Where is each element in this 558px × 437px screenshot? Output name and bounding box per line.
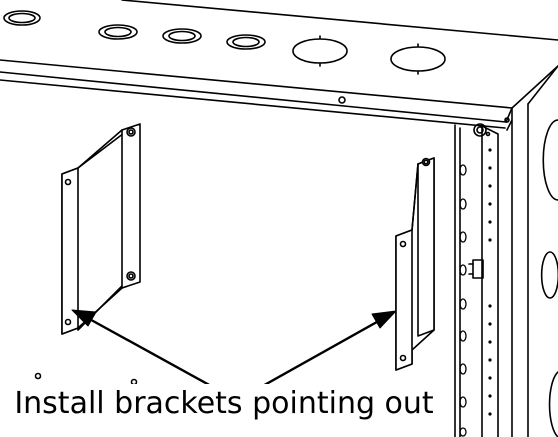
instruction-caption: Install brackets pointing out — [0, 384, 448, 424]
side-knockout-bottom — [548, 371, 558, 437]
loose-screws — [34, 372, 138, 386]
left-mounting-bracket — [61, 123, 141, 335]
side-knockout-mid — [540, 251, 558, 299]
knockout-large-2 — [390, 43, 446, 75]
pointer-arrows — [71, 309, 397, 394]
right-mounting-bracket — [395, 157, 435, 371]
arrow-right — [250, 316, 386, 394]
knockout-small-3 — [162, 28, 202, 44]
knockout-small-4 — [226, 34, 266, 50]
right-mounting-rail — [459, 123, 499, 437]
arrow-left — [82, 314, 224, 394]
knockout-holes — [3, 10, 558, 437]
knockout-small-2 — [98, 24, 138, 40]
side-knockout-top — [542, 119, 558, 201]
knockout-small-1 — [3, 10, 41, 26]
knockout-large-1 — [292, 35, 348, 67]
